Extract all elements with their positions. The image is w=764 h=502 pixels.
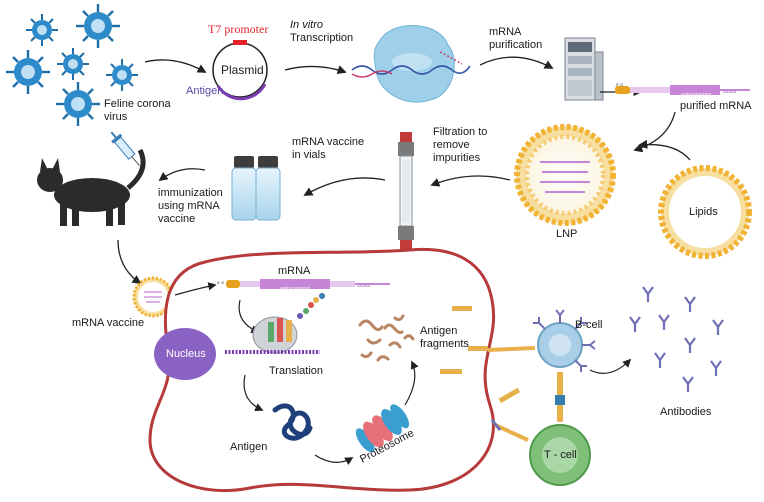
mhc-connector xyxy=(487,346,536,352)
lipids-icon xyxy=(658,165,752,259)
antibodies-cluster xyxy=(629,286,724,392)
label-antibodies: Antibodies xyxy=(660,406,712,418)
label-immunization-line3: vaccine xyxy=(158,213,196,225)
antibody-icon xyxy=(682,376,694,392)
label-translation: Translation xyxy=(269,365,324,377)
vials-icon xyxy=(231,156,281,221)
virus-icon xyxy=(106,59,138,91)
antigen-fragments-icon xyxy=(358,314,415,362)
antibody-icon xyxy=(642,286,654,302)
label-coding-sequence-cell: coding sequence xyxy=(280,285,311,290)
label-immunization-line2: using mRNA xyxy=(158,200,220,212)
label-coding-sequence-top: coding sequence xyxy=(681,91,712,96)
label-antigen-fragments-line1: Antigen xyxy=(420,325,458,337)
label-plasmid: Plasmid xyxy=(221,63,264,77)
label-t7-promoter: T7 promoter xyxy=(208,22,269,36)
virus-cluster xyxy=(6,4,138,126)
label-antigen-fragments-line2: fragments xyxy=(420,338,469,350)
label-filtration-line2: remove xyxy=(433,139,470,151)
label-feline-virus-line1: Feline corona xyxy=(104,98,171,110)
label-purified-mrna: purified mRNA xyxy=(680,100,752,112)
antibody-icon xyxy=(712,319,724,335)
antibody-icon xyxy=(710,360,722,376)
virus-icon xyxy=(56,82,100,126)
arrow-vaccine-to-cell xyxy=(174,282,217,296)
nucleus-icon xyxy=(154,328,216,380)
label-transcription: Transcription xyxy=(290,32,354,44)
antibody-icon xyxy=(654,352,666,368)
antibody-icon xyxy=(684,296,696,312)
arrow-filtration-to-vials xyxy=(303,177,386,196)
arrow-translation-to-antigen xyxy=(243,374,264,412)
label-mrna-purification-line2: purification xyxy=(489,39,543,51)
rna-polymerase-icon xyxy=(351,25,471,103)
proteosome-icon xyxy=(355,404,410,453)
arrow-lipids-to-lnp xyxy=(638,139,691,161)
label-vials-line1: mRNA vaccine xyxy=(292,136,365,148)
label-poly-a-cell: AAAAA xyxy=(357,283,371,288)
arrow-virus-to-plasmid xyxy=(144,59,207,73)
label-immunization-line1: immunization xyxy=(158,187,223,199)
arrow-antigen-to-proteosome xyxy=(314,454,354,466)
antibody-icon xyxy=(658,314,670,330)
label-poly-a-top: AAAAA xyxy=(723,89,737,94)
cat-icon xyxy=(37,148,146,226)
label-vials-line2: in vials xyxy=(292,149,326,161)
arrow-proteosome-to-fragments xyxy=(404,360,419,406)
fragment-mark xyxy=(468,346,488,351)
label-t-cell: T - cell xyxy=(544,449,577,461)
arrow-lnp-to-filtration xyxy=(430,175,511,187)
lnp-icon xyxy=(514,124,616,226)
mhc-connector xyxy=(494,423,529,442)
mhc-receptor xyxy=(490,419,502,431)
fragment-mark xyxy=(440,369,462,374)
label-filtration-line3: impurities xyxy=(433,152,481,164)
antigen-protein-icon xyxy=(272,403,313,441)
arrow-plasmid-to-transcription xyxy=(284,65,347,75)
b-cell-icon xyxy=(533,309,596,372)
cell-mrna-strand xyxy=(226,279,390,289)
label-nucleus: Nucleus xyxy=(166,348,206,360)
cell-membrane xyxy=(148,247,496,493)
virus-icon xyxy=(57,48,89,80)
hplc-machine-icon xyxy=(564,37,604,101)
virus-icon xyxy=(6,50,50,94)
plasmid-icon xyxy=(212,40,268,101)
arrow-bcell-to-antibodies xyxy=(589,358,632,374)
label-mrna-cell: mRNA xyxy=(278,265,311,277)
purified-mrna-strand xyxy=(615,85,750,95)
bcell-tcell-link-receptor xyxy=(555,395,565,405)
label-mrna-purification-line1: mRNA xyxy=(489,26,522,38)
antibody-icon xyxy=(684,337,696,353)
label-five-prime-cell: 5' G xyxy=(217,280,225,285)
filtration-column-icon xyxy=(398,132,414,250)
arrow-cat-to-vaccine xyxy=(117,239,142,285)
label-in-vitro: In vitro xyxy=(290,19,324,31)
fragment-mark xyxy=(452,306,472,311)
label-feline-virus-line2: virus xyxy=(104,111,128,123)
antibody-icon xyxy=(629,316,641,332)
syringe-icon xyxy=(110,131,140,167)
label-lnp: LNP xyxy=(556,228,578,240)
arrow-vials-to-cat xyxy=(158,168,206,182)
t-cell-icon xyxy=(529,424,591,486)
label-b-cell: B-cell xyxy=(575,319,603,331)
virus-icon xyxy=(26,14,58,46)
label-antigen-cell: Antigen xyxy=(230,441,268,453)
label-antigen-plasmid: Antigen xyxy=(186,85,224,97)
virus-icon xyxy=(76,4,120,48)
label-filtration-line1: Filtration to xyxy=(433,126,488,138)
label-lipids: Lipids xyxy=(689,206,718,218)
arrow-transcription-to-purification xyxy=(479,56,554,69)
label-mrna-vaccine: mRNA vaccine xyxy=(72,317,145,329)
ribosome-icon xyxy=(225,293,325,354)
fragment-mark xyxy=(498,387,521,404)
label-five-prime-top: 5' G xyxy=(616,82,624,87)
